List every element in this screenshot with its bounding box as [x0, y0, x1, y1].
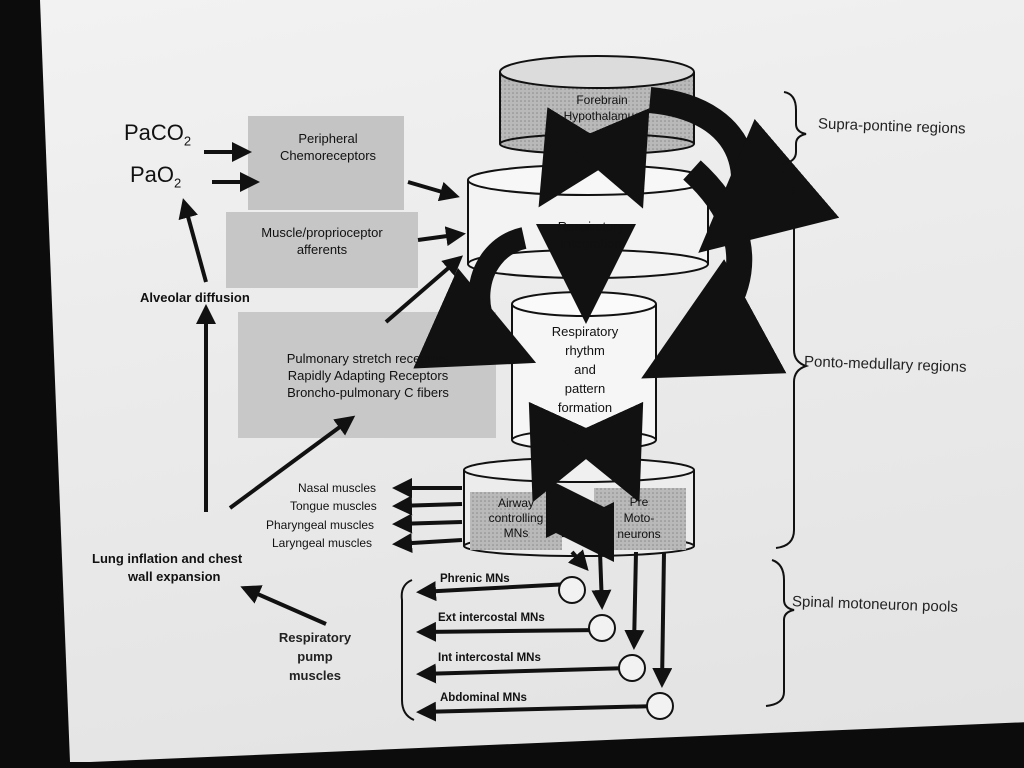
muscle-afferents-box	[226, 212, 418, 288]
region-braces	[765, 91, 810, 707]
abdominal-mns-label: Abdominal MNs	[440, 692, 527, 704]
rhythm-label: Respiratory rhythm and pattern formation	[551, 324, 619, 415]
integration-label: Respiratory Integration	[557, 219, 625, 251]
alveolar-diffusion-label: Alveolar diffusion	[140, 290, 250, 305]
lung-inflation-label: Lung inflation and chest wall expansion	[92, 551, 243, 584]
respiratory-pump-label: Respiratory pump muscles	[278, 630, 352, 683]
forebrain-label: Forebrain Hypothalamus	[563, 93, 641, 123]
tongue-muscles-label: Tongue muscles	[290, 499, 377, 513]
motoneuron-circles	[558, 576, 674, 720]
premoto-label: Pre Moto- neurons	[617, 495, 661, 541]
pharyngeal-muscles-label: Pharyngeal muscles	[266, 518, 375, 532]
laryngeal-muscles-label: Laryngeal muscles	[272, 536, 373, 550]
nasal-muscles-label: Nasal muscles	[298, 481, 377, 495]
ext-intercostal-mns-label: Ext intercostal MNs	[438, 612, 545, 624]
peripheral-chemoreceptors-label: Peripheral Chemoreceptors	[279, 131, 377, 163]
airway-mns-label: Airway controlling MNs	[488, 496, 544, 540]
pump-bracket	[400, 579, 415, 721]
phrenic-mns-label: Phrenic MNs	[440, 573, 510, 585]
pao2-label: PaO2	[130, 162, 182, 191]
paco2-label: PaCO2	[124, 120, 192, 149]
int-intercostal-mns-label: Int intercostal MNs	[438, 652, 541, 664]
muscle-afferents-label: Muscle/proprioceptor afferents	[261, 225, 383, 257]
pulmonary-receptors-label: Pulmonary stretch receptors Rapidly Adap…	[286, 351, 450, 400]
peripheral-chemoreceptors-box	[248, 116, 404, 210]
